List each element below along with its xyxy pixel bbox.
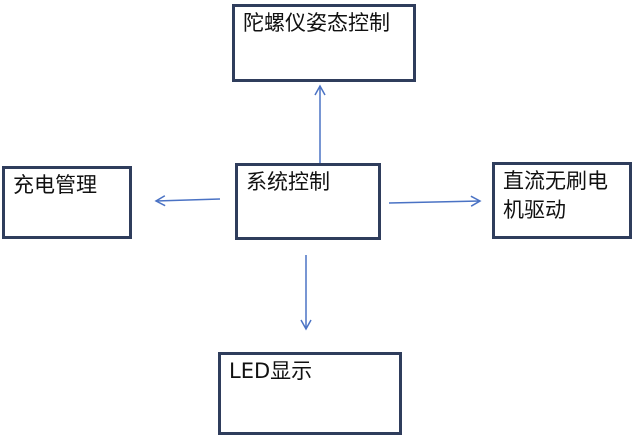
node-label: 陀螺仪姿态控制 [243,11,390,35]
node-charge-management: 充电管理 [2,166,132,239]
node-bldc-motor-driver: 直流无刷电机驱动 [492,162,632,239]
arrow-system-to-charge [154,195,221,207]
node-label: LED显示 [229,359,313,383]
node-system-control: 系统控制 [235,163,381,240]
node-gyro-attitude-control: 陀螺仪姿态控制 [232,4,416,82]
node-led-display: LED显示 [218,352,402,435]
node-label: 直流无刷电机驱动 [503,169,608,222]
node-label: 系统控制 [246,170,330,194]
node-label: 充电管理 [13,173,97,197]
arrow-system-to-motor [388,195,482,207]
